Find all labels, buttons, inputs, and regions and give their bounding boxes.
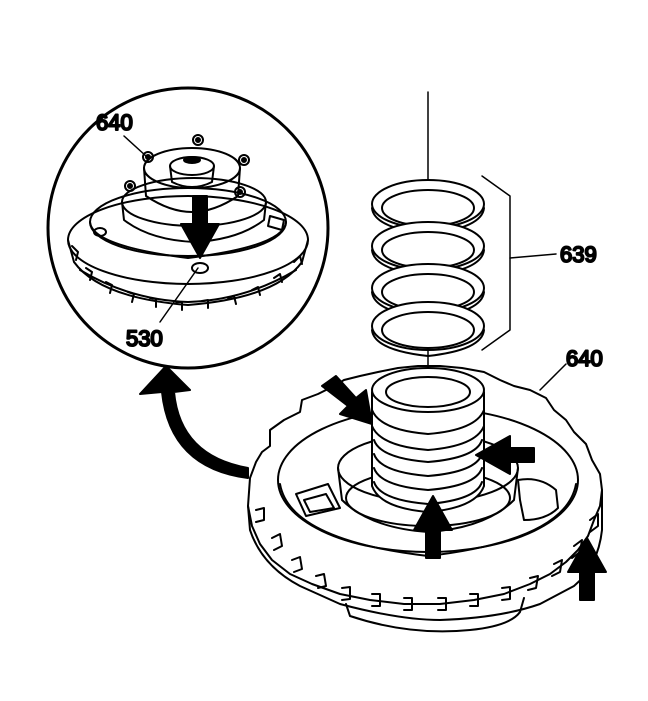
label-639: 639 [560,242,597,267]
leader-530 [159,267,199,323]
arrow-right-pointing-left [475,435,535,475]
leader-housing-640 [539,363,567,391]
housing-window [295,483,341,517]
curved-transfer-arrow [139,365,249,479]
detail-inset: 640 530 [46,86,330,370]
leader-inset-640 [123,135,147,157]
ring-group-bracket [481,175,511,351]
arrow-center-up [413,495,453,559]
hub-stack [371,367,485,513]
snap-ring [371,301,485,357]
label-530: 530 [126,326,163,351]
leader-639 [509,253,557,259]
label-inset-640: 640 [96,110,133,135]
label-housing-640: 640 [566,346,603,371]
inset-down-arrow [180,195,220,259]
housing-base [345,597,525,633]
snap-rings-639: 639 [371,175,598,357]
arrow-far-right-up [567,537,607,601]
arrow-upper-left-diagonal [321,375,373,425]
